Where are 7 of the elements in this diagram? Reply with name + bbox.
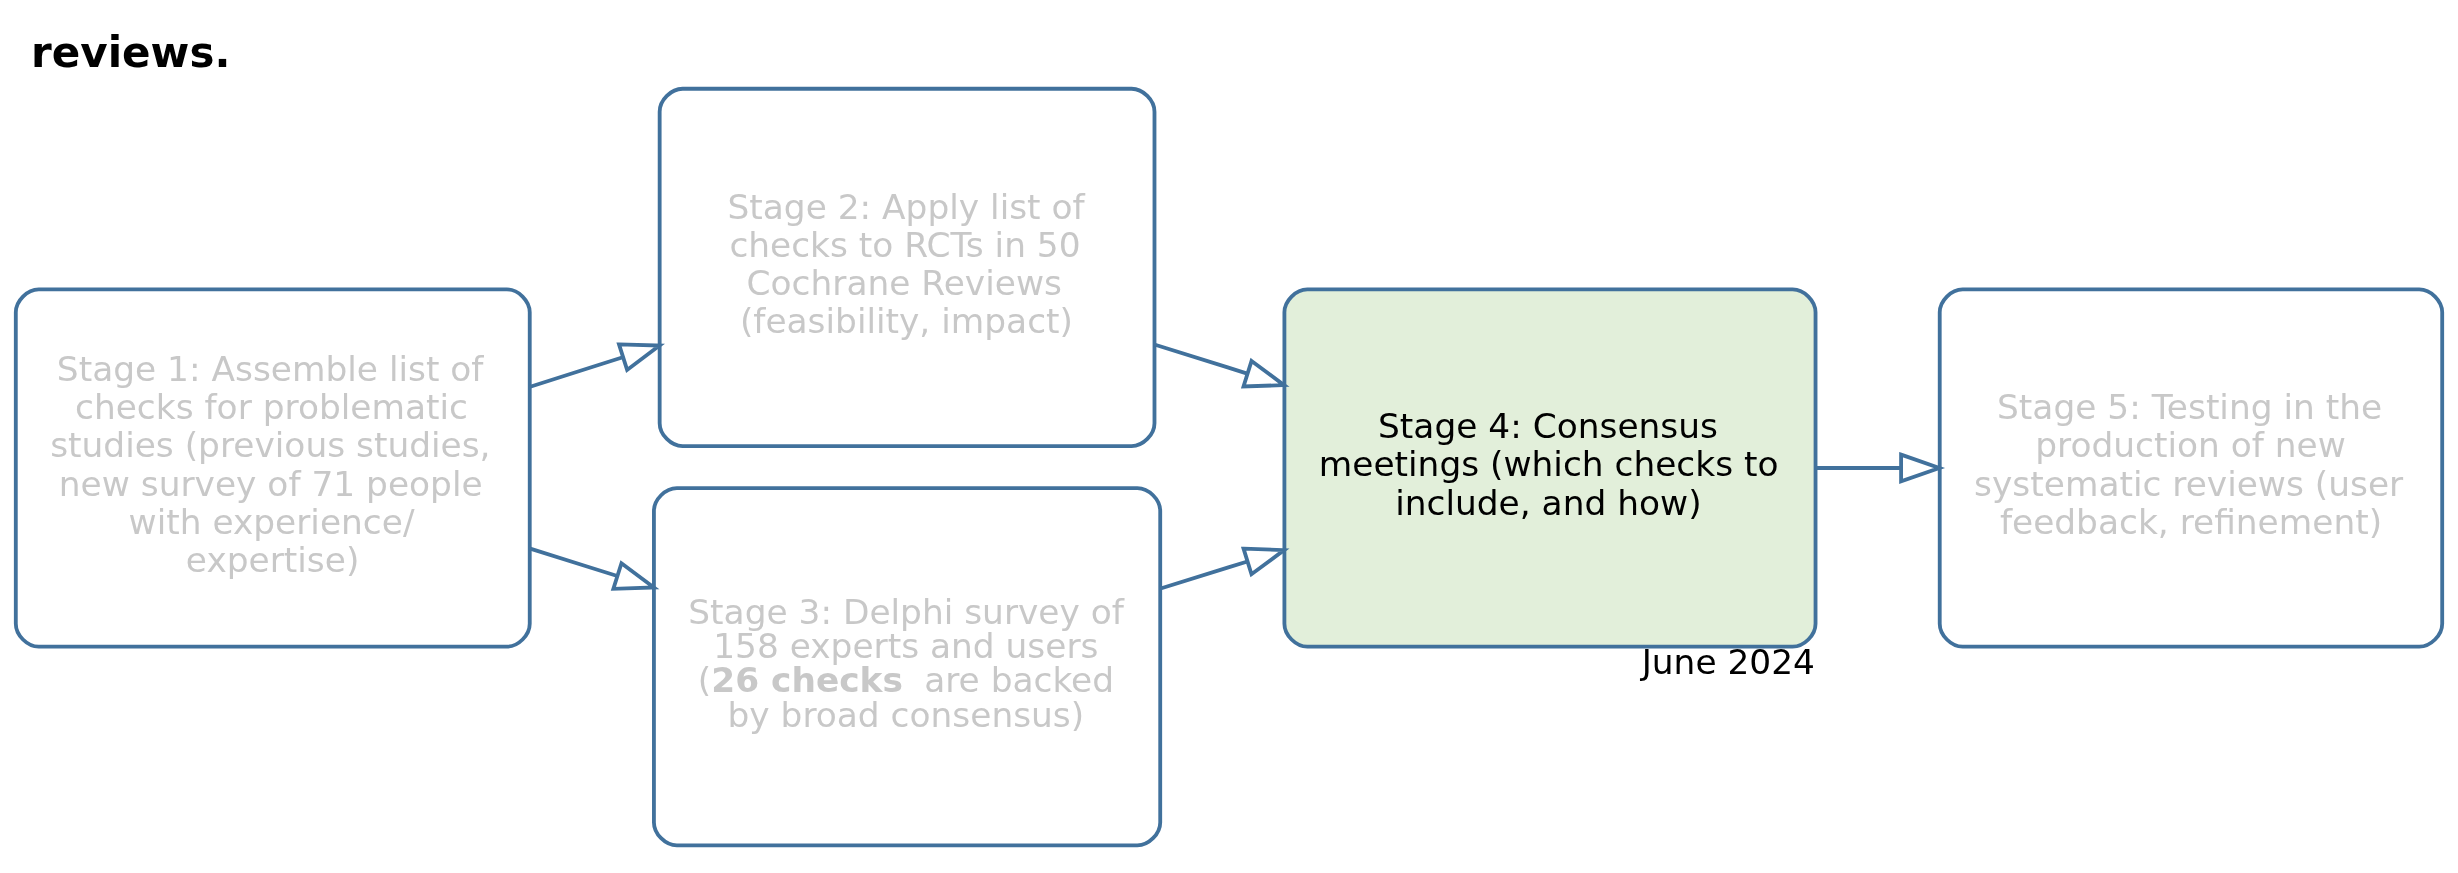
arrow [529,546,660,591]
arrow [529,342,665,389]
arrow [1154,342,1290,389]
node-box: Stage 4: Consensus meetings (which checks to include, and how) [1282,287,1818,649]
diagram-title: reviews. [31,28,231,77]
arrow [1160,546,1290,591]
arrow [1815,451,1946,485]
